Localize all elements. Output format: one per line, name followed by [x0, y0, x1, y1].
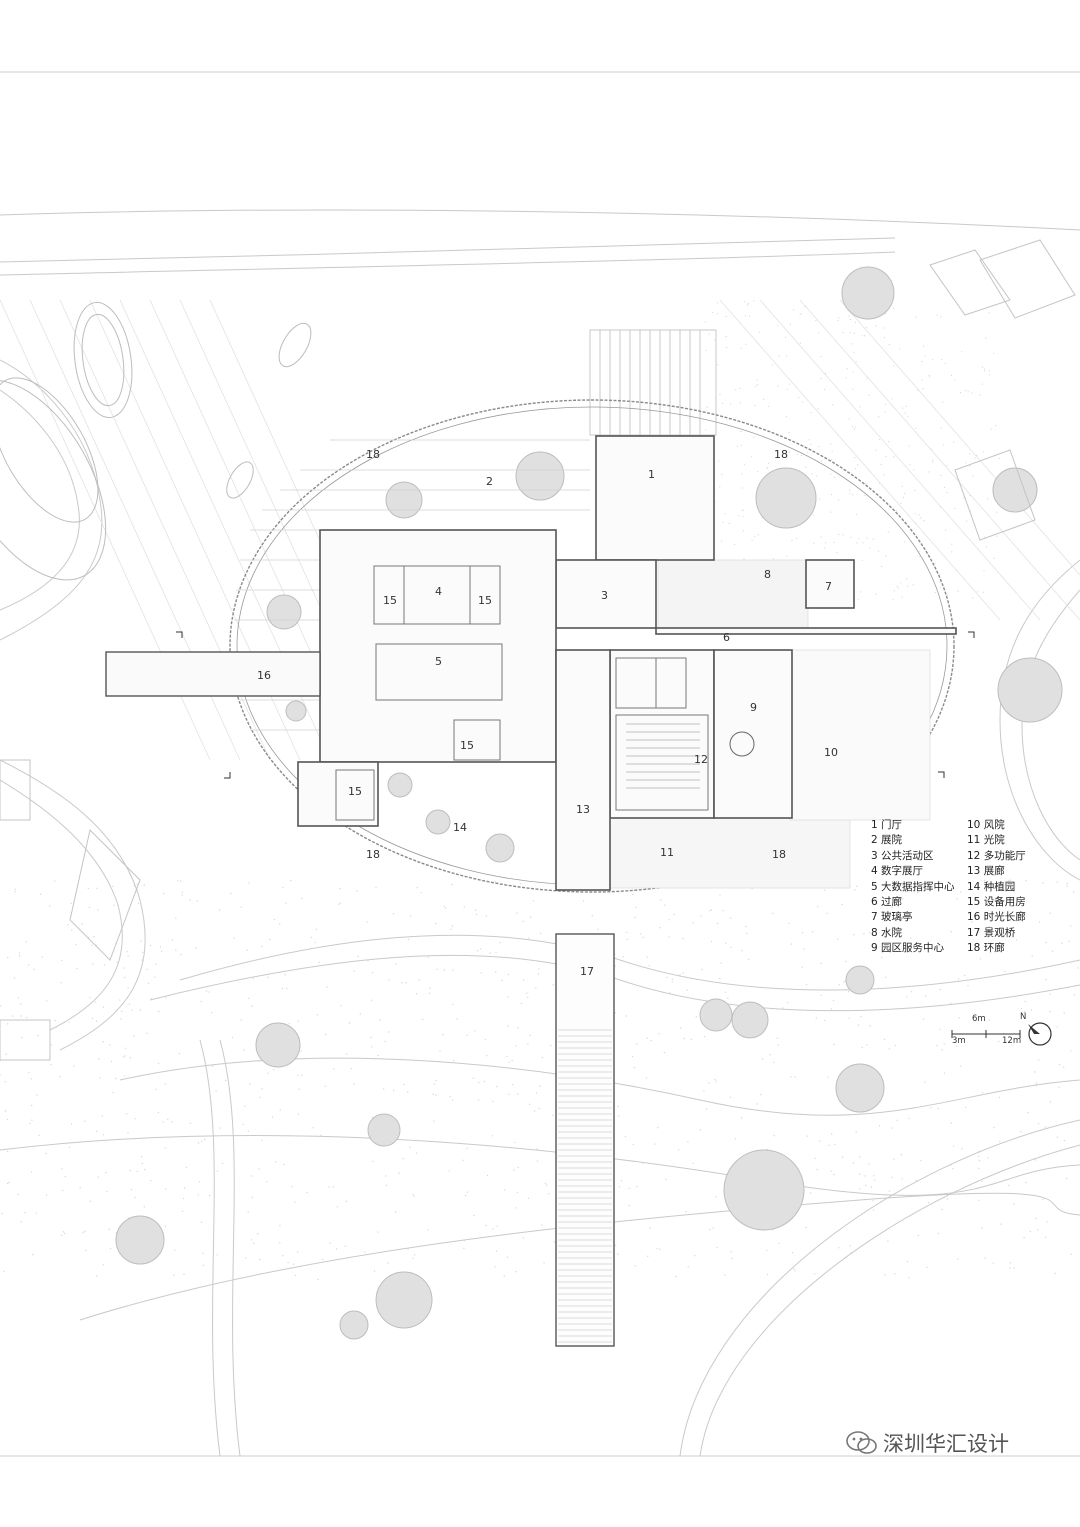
ponds [0, 301, 312, 581]
watermark: 深圳华汇设计 [845, 1428, 1009, 1458]
room-label-14: 14 [453, 821, 467, 834]
section-markers [176, 631, 975, 779]
room-label-2: 2 [486, 475, 493, 488]
legend-item: 4 数字展厅 [871, 865, 924, 878]
legend-item: 8 水院 [871, 926, 903, 939]
room-label-8: 8 [764, 568, 771, 581]
building-walls [297, 435, 957, 1022]
room-label-18-sw: 18 [366, 848, 380, 861]
landscape-bridge [555, 933, 615, 1347]
legend-item: 9 园区服务中心 [871, 942, 945, 955]
auditorium-seating [626, 723, 700, 789]
legend-item: 2 展院 [871, 834, 903, 847]
legend-item: 16 时光长廊 [967, 911, 1026, 924]
room-label-4: 4 [435, 585, 442, 598]
room-label-13: 13 [576, 803, 590, 816]
legend-item: 14 种植园 [967, 880, 1016, 893]
legend-column-2: 10 风院 11 光院 12 多功能厅 13 展廊 14 种植园 15 设备用房 16 时光… [967, 818, 1026, 957]
water-court-pattern [599, 559, 931, 889]
room-label-6: 6 [723, 631, 730, 644]
north-arrow-icon [951, 1022, 1052, 1046]
room-label-18-ne: 18 [774, 448, 788, 461]
ground-stipple [0, 299, 1080, 1281]
room-label-16: 16 [257, 669, 271, 682]
scale-label-6m: 6m [972, 1014, 986, 1024]
room-label-12: 12 [694, 753, 708, 766]
legend-item: 12 多功能厅 [967, 849, 1026, 862]
room-label-15-d: 15 [348, 785, 362, 798]
room-label-17: 17 [580, 965, 594, 978]
legend-item: 11 光院 [967, 834, 1005, 847]
exhibition-courtyard-lines [234, 439, 590, 731]
room-label-15-b: 15 [478, 594, 492, 607]
spiral-stair [729, 731, 755, 757]
room-label-18-nw: 18 [366, 448, 380, 461]
bridge-deck-lines [558, 1029, 612, 1343]
room-label-7: 7 [825, 580, 832, 593]
wechat-icon [846, 1431, 877, 1454]
legend-item: 7 玻璃亭 [871, 911, 913, 924]
room-label-15-a: 15 [383, 594, 397, 607]
room-label-11: 11 [660, 846, 674, 859]
legend-item: 13 展廊 [967, 865, 1005, 878]
room-label-1: 1 [648, 468, 655, 481]
ring-corridor-outer [229, 399, 955, 893]
room-label-10: 10 [824, 746, 838, 759]
legend-item: 18 环廊 [967, 942, 1005, 955]
legend-item: 10 风院 [967, 819, 1005, 831]
room-label-9: 9 [750, 701, 757, 714]
scale-label-3m: 3m [952, 1036, 966, 1046]
legend-item: 15 设备用房 [967, 896, 1026, 909]
room-label-3: 3 [601, 589, 608, 602]
scale-label-12m: 12m [1002, 1036, 1022, 1046]
time-corridor [105, 651, 321, 697]
legend-item: 6 过廊 [871, 896, 903, 909]
legend-item: 17 景观桥 [967, 926, 1016, 939]
legend-item: 5 大数据指挥中心 [871, 880, 955, 893]
room-label-5: 5 [435, 655, 442, 668]
scale-bar: 6m 3m 12m N [950, 1012, 1060, 1054]
legend-item: 1 门厅 [871, 819, 903, 831]
site-roads [0, 209, 1080, 1457]
north-entrance-steps [589, 329, 717, 436]
room-label-15-c: 15 [460, 739, 474, 752]
room-label-18-se: 18 [772, 848, 786, 861]
legend-item: 3 公共活动区 [871, 849, 934, 862]
room-labels: 18 2 1 18 4 15 15 3 8 7 6 5 16 9 10 12 1… [257, 448, 838, 978]
legend-column-1: 1 门厅 2 展院 3 公共活动区 4 数字展厅 5 大数据指挥中心 6 过廊 7 玻璃亭 8… [871, 818, 955, 957]
watermark-text: 深圳华汇设计 [883, 1432, 1009, 1456]
north-label: N [1020, 1012, 1027, 1022]
adjacent-buildings [0, 239, 1076, 1061]
